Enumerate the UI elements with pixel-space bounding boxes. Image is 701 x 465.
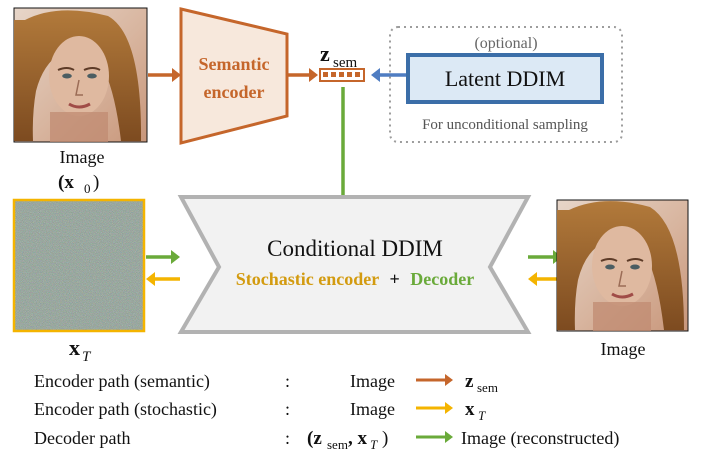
semantic-encoder-arrowhead-out <box>309 68 318 82</box>
latent-ddim-label: Latent DDIM <box>445 66 565 91</box>
semantic-encoder-line1: Semantic <box>199 54 270 74</box>
input-image-label: Image <box>60 147 105 167</box>
legend-row-3-from-open: (z <box>307 428 322 449</box>
zsem-base: z <box>320 41 330 66</box>
legend-row-2-arrowhead <box>445 402 453 414</box>
input-image-math: (x 0 ) <box>58 172 99 196</box>
optional-container <box>389 26 623 143</box>
input-image-math-sub: 0 <box>84 181 91 196</box>
noise-to-ddim-arrowhead <box>171 250 180 264</box>
zsem-label: z sem <box>320 41 357 71</box>
legend-row-3-from-mid: , x <box>348 428 368 449</box>
legend-row-3-label: Decoder path <box>34 428 130 448</box>
zsem-sub: sem <box>333 55 357 71</box>
xt-sub: T <box>82 349 92 365</box>
decoder-text: Decoder <box>410 269 474 289</box>
plus-text: + <box>389 269 399 289</box>
legend-row-1-from: Image <box>350 371 395 391</box>
legend: Encoder path (semantic) : Image z sem En… <box>34 371 619 452</box>
latent-ddim-caption: For unconditional sampling <box>422 117 588 133</box>
input-image-math-open: (x <box>58 172 74 193</box>
legend-row-3-colon: : <box>285 428 290 448</box>
semantic-encoder-line2: encoder <box>204 82 265 102</box>
ddim-to-noise-arrowhead <box>146 272 155 286</box>
output-image-label: Image <box>601 339 646 359</box>
legend-row-1-colon: : <box>285 371 290 391</box>
conditional-ddim-block <box>177 195 532 334</box>
legend-row-2-from: Image <box>350 399 395 419</box>
zsem-vector <box>319 68 365 82</box>
legend-row-2-to-sub: T <box>478 408 486 423</box>
legend-row-3-from-sub2: T <box>370 437 378 452</box>
legend-row-3-from-close: ) <box>382 428 388 449</box>
stochastic-encoder-text: Stochastic encoder <box>236 269 379 289</box>
latent-to-zsem-arrowhead <box>371 68 380 82</box>
output-image <box>556 199 689 332</box>
output-to-ddim-arrowhead <box>528 272 537 286</box>
legend-row-1-arrowhead <box>445 374 453 386</box>
input-image <box>13 7 148 143</box>
latent-ddim-box <box>406 53 604 104</box>
conditional-ddim-subtitle: Stochastic encoder + Decoder <box>236 269 474 289</box>
legend-row-3-to: Image (reconstructed) <box>461 428 619 449</box>
legend-row-1-to-sub: sem <box>477 380 498 395</box>
legend-row-3-from-sub: sem <box>327 437 348 452</box>
conditional-ddim-title: Conditional DDIM <box>267 236 443 261</box>
semantic-encoder-block <box>179 7 289 145</box>
legend-row-2-colon: : <box>285 399 290 419</box>
noise-image <box>12 198 146 333</box>
legend-row-2-to-base: x <box>465 399 475 420</box>
xt-base: x <box>69 335 80 360</box>
xt-label: x T <box>69 335 92 365</box>
legend-row-1-label: Encoder path (semantic) <box>34 371 210 392</box>
optional-label: (optional) <box>474 35 537 52</box>
legend-row-2-label: Encoder path (stochastic) <box>34 399 217 420</box>
legend-row-1-to-base: z <box>465 371 474 392</box>
input-image-math-close: ) <box>93 172 99 193</box>
legend-row-3-arrowhead <box>445 431 453 443</box>
semantic-encoder-arrowhead-in <box>172 68 181 82</box>
